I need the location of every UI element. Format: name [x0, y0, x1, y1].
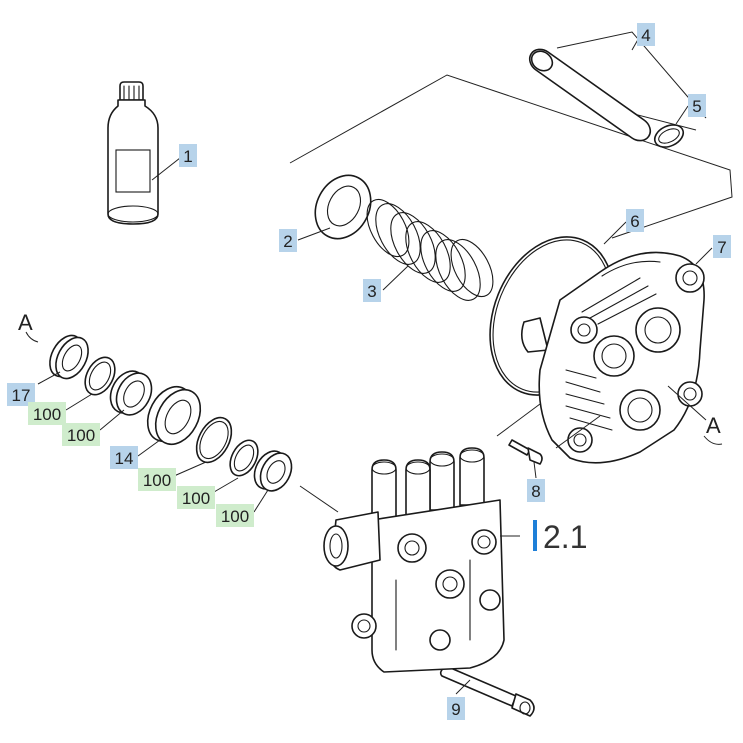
- part-label-100-c: 100: [138, 468, 176, 491]
- part-label-9-bg: [447, 697, 465, 720]
- part-label-100-e-bg: [216, 504, 254, 527]
- part-label-7-text: 7: [717, 238, 726, 257]
- seal-part-14: [146, 385, 202, 446]
- part-label-100-b-text: 100: [67, 426, 95, 445]
- part-label-4-text: 4: [641, 26, 650, 45]
- part-label-8-bg: [527, 479, 545, 502]
- part-label-2-text: 2: [283, 232, 292, 251]
- part-label-100-a-bg: [28, 402, 66, 425]
- part-label-6-text: 6: [630, 212, 639, 231]
- part-label-17-text: 17: [12, 386, 31, 405]
- oil-bottle-part: [107, 81, 159, 225]
- part-label-5-text: 5: [692, 97, 701, 116]
- part-label-6-bg: [626, 209, 644, 232]
- part-label-100-c-bg: [138, 468, 176, 491]
- seal-part-17: [49, 334, 89, 380]
- part-label-100-b-bg: [62, 423, 100, 446]
- leader-lines: [25, 35, 723, 695]
- part-label-4-bg: [637, 23, 655, 46]
- section-accent-bar: [533, 520, 537, 551]
- part-label-17-bg: [7, 383, 35, 406]
- part-label-100-a: 100: [28, 402, 66, 425]
- part-label-9-text: 9: [451, 700, 460, 719]
- piston-part: [528, 48, 652, 142]
- part-label-14-text: 14: [115, 449, 134, 468]
- part-label-100-e-text: 100: [221, 507, 249, 526]
- ring-100-d: [229, 439, 259, 477]
- part-label-2: 2: [279, 229, 297, 252]
- part-label-1-bg: [179, 144, 197, 167]
- small-screw-part: [508, 439, 543, 465]
- part-label-4: 4: [637, 23, 655, 46]
- part-label-3-text: 3: [367, 282, 376, 301]
- o-ring-100-a: [84, 356, 116, 396]
- section-label-text: 2.1: [543, 519, 587, 555]
- part-label-9: 9: [447, 697, 465, 720]
- backup-ring-100-b: [109, 370, 153, 416]
- pump-housing-part: [520, 251, 705, 464]
- part-label-100-d: 100: [177, 486, 215, 509]
- part-label-14-bg: [110, 446, 138, 469]
- ring-100-e: [253, 450, 293, 492]
- retaining-ring-part: [653, 124, 685, 148]
- part-label-17: 17: [7, 383, 35, 406]
- part-label-5: 5: [688, 94, 706, 117]
- valve-head-part: [323, 447, 505, 673]
- part-label-100-c-text: 100: [143, 471, 171, 490]
- part-label-8: 8: [527, 479, 545, 502]
- reference-a-left: A: [18, 310, 33, 335]
- o-ring-100-c: [195, 416, 233, 464]
- part-label-7-bg: [713, 235, 731, 258]
- part-label-2-bg: [279, 229, 297, 252]
- part-label-1: 1: [179, 144, 197, 167]
- spring-washer-part: [314, 174, 372, 240]
- part-label-3-bg: [363, 279, 381, 302]
- section-label-2-1: 2.1: [533, 519, 587, 555]
- part-label-7: 7: [713, 235, 731, 258]
- part-label-100-d-bg: [177, 486, 215, 509]
- reference-a-right: A: [706, 413, 721, 438]
- part-label-6: 6: [626, 209, 644, 232]
- long-bolt-part: [439, 665, 535, 717]
- part-label-100-d-text: 100: [182, 489, 210, 508]
- spring-part: [366, 198, 494, 301]
- part-label-100-b: 100: [62, 423, 100, 446]
- part-label-100-e: 100: [216, 504, 254, 527]
- part-label-1-text: 1: [183, 147, 192, 166]
- part-label-14: 14: [110, 446, 138, 469]
- part-label-5-bg: [688, 94, 706, 117]
- part-label-100-a-text: 100: [33, 405, 61, 424]
- part-label-8-text: 8: [531, 482, 540, 501]
- part-label-3: 3: [363, 279, 381, 302]
